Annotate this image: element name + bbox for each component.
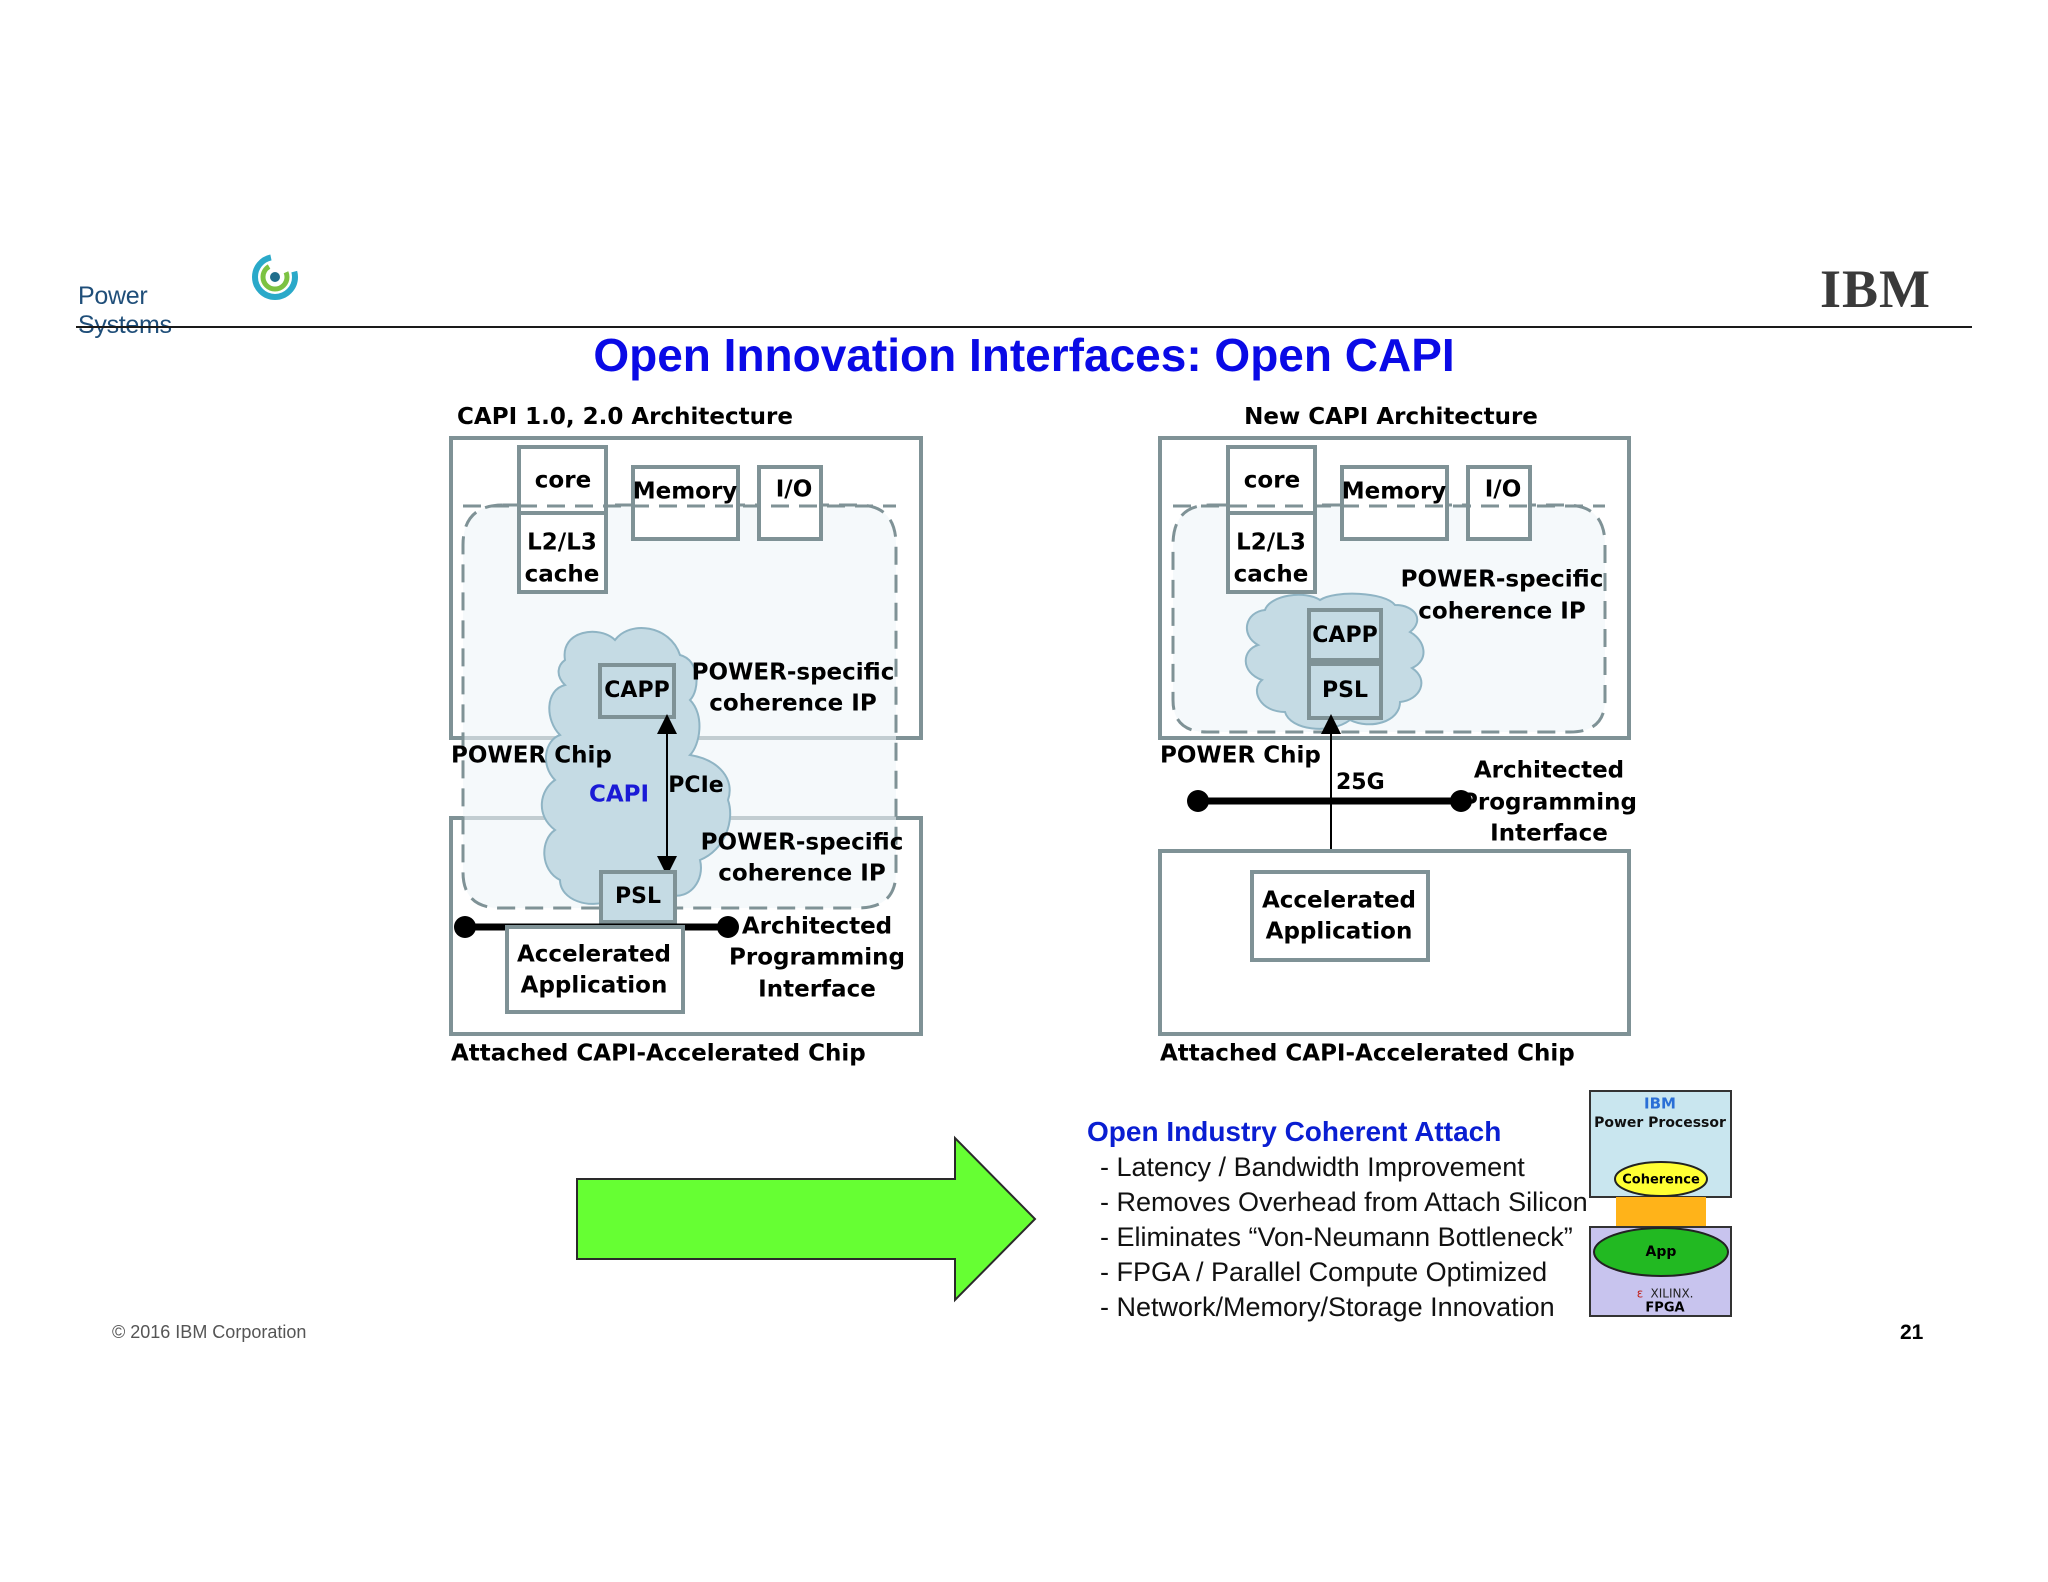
header-divider: [76, 326, 1972, 328]
left-io-label: I/O: [776, 477, 813, 503]
right-app-box: [1250, 870, 1430, 962]
attach-bullet-list: - Latency / Bandwidth Improvement - Remo…: [1100, 1150, 1588, 1325]
stack-processor-label: Power Processor: [1594, 1115, 1726, 1131]
left-app-line1: Accelerated: [517, 942, 671, 968]
right-memory-box: [1340, 465, 1449, 541]
left-capp-box: [598, 663, 676, 719]
right-cache-line1: L2/L3: [1236, 530, 1306, 556]
right-api-line3: Interface: [1490, 821, 1608, 847]
right-api-line1: Architected: [1474, 758, 1624, 784]
right-psl-box: [1307, 662, 1383, 720]
left-coherence-top-line2: coherence IP: [709, 691, 876, 717]
left-cache-line2: cache: [525, 562, 600, 588]
left-core-label: core: [535, 468, 591, 494]
left-memory-label: Memory: [633, 479, 738, 505]
list-item: - Removes Overhead from Attach Silicon: [1100, 1187, 1588, 1217]
coherence-ellipse: [1614, 1161, 1708, 1197]
left-psl-box: [599, 870, 677, 924]
right-api-line2: Programming: [1461, 790, 1637, 816]
left-capp-label: CAPP: [604, 678, 669, 703]
list-item: - Eliminates “Von-Neumann Bottleneck”: [1100, 1222, 1573, 1252]
left-pcie-label: PCIe: [668, 773, 723, 798]
power-fpga-stack-graphic: IBM Power Processor Coherence App XILINX…: [1589, 1090, 1732, 1317]
transition-arrow-icon: [576, 1135, 1037, 1303]
left-capi-label: CAPI: [589, 782, 649, 808]
left-memory-box: [631, 465, 740, 541]
right-core-box: [1226, 445, 1317, 515]
right-core-label: core: [1244, 468, 1300, 494]
copyright: © 2016 IBM Corporation: [112, 1322, 307, 1342]
right-capp-label: CAPP: [1312, 623, 1377, 648]
left-coherence-bottom-line2: coherence IP: [718, 861, 885, 887]
right-app-line2: Application: [1266, 919, 1413, 945]
left-coherence-top-line1: POWER-specific: [692, 660, 895, 686]
left-io-box: [757, 465, 823, 541]
left-app-line2: Application: [521, 973, 668, 999]
right-app-line1: Accelerated: [1262, 888, 1416, 914]
right-capp-box: [1307, 608, 1383, 662]
left-attached-chip-label: Attached CAPI-Accelerated Chip: [451, 1041, 866, 1067]
left-app-box: [505, 925, 685, 1014]
left-cache-line1: L2/L3: [527, 530, 597, 556]
left-api-line1: Architected: [742, 914, 892, 940]
left-architecture: CAPI 1.0, 2.0 Architecture core L2/L3 ca…: [449, 404, 923, 1067]
stack-vendor-label: XILINX.: [1651, 1287, 1694, 1301]
list-item: - FPGA / Parallel Compute Optimized: [1100, 1257, 1548, 1287]
right-link-label: 25G: [1336, 770, 1385, 795]
app-ellipse: [1593, 1227, 1729, 1277]
right-cache-line2: cache: [1234, 562, 1309, 588]
left-power-chip-label: POWER Chip: [451, 743, 612, 769]
left-psl-label: PSL: [615, 884, 661, 909]
left-cache-box: [517, 511, 608, 594]
stack-coherence-label: Coherence: [1622, 1173, 1700, 1188]
list-item: - Network/Memory/Storage Innovation: [1100, 1292, 1555, 1322]
power-systems-logo-icon: [252, 254, 298, 300]
right-io-box: [1466, 465, 1532, 541]
brand-label: Power Systems: [78, 282, 172, 339]
stack-ibm-logo: IBM: [1644, 1095, 1676, 1113]
stack-fpga-label: FPGA: [1645, 1301, 1684, 1316]
right-power-chip-label: POWER Chip: [1160, 743, 1321, 769]
stack-connector: [1616, 1197, 1706, 1227]
left-api-line3: Interface: [758, 977, 876, 1003]
left-coherence-bottom-line1: POWER-specific: [701, 830, 904, 856]
page-title: Open Innovation Interfaces: Open CAPI: [593, 329, 1455, 381]
right-cache-box: [1226, 511, 1317, 594]
xilinx-icon: ε: [1637, 1287, 1644, 1301]
ibm-logo: IBM: [1820, 259, 1931, 319]
left-heading: CAPI 1.0, 2.0 Architecture: [457, 404, 793, 430]
right-io-label: I/O: [1485, 477, 1522, 503]
attach-title: Open Industry Coherent Attach: [1087, 1116, 1502, 1147]
stack-app-label: App: [1646, 1244, 1677, 1260]
right-coherence-line1: POWER-specific: [1401, 567, 1604, 593]
page-number: 21: [1900, 1321, 1924, 1344]
list-item: - Latency / Bandwidth Improvement: [1100, 1152, 1525, 1182]
right-architecture: New CAPI Architecture core L2/L3 cache M…: [1158, 404, 1637, 1067]
right-psl-label: PSL: [1322, 678, 1368, 703]
right-attached-chip-label: Attached CAPI-Accelerated Chip: [1160, 1041, 1575, 1067]
right-heading: New CAPI Architecture: [1244, 404, 1538, 430]
left-api-line2: Programming: [729, 945, 905, 971]
right-coherence-line2: coherence IP: [1418, 599, 1585, 625]
right-memory-label: Memory: [1342, 479, 1447, 505]
